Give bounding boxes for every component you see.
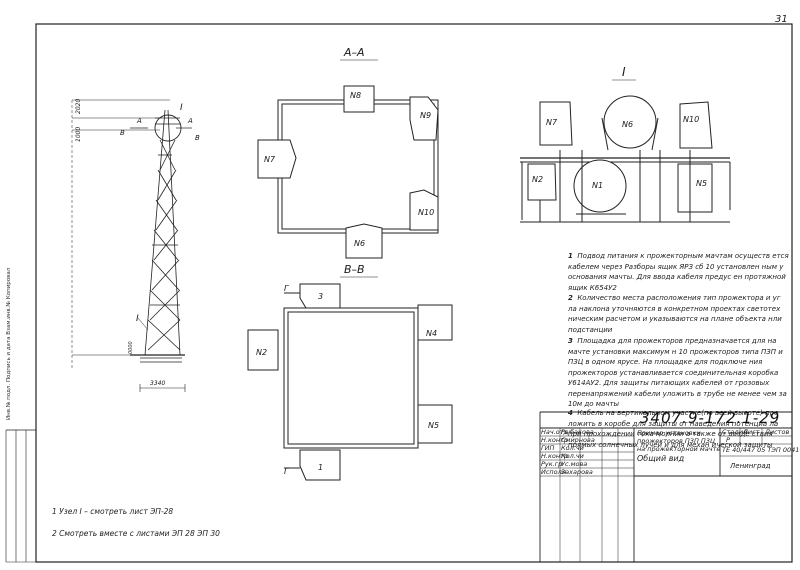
title-line-1: Пример установки	[637, 429, 701, 437]
page-number: 31	[775, 14, 788, 25]
footnote-2: 2 Смотреть вместе с листами ЭП 28 ЭП 30	[52, 529, 220, 538]
tower-elevation	[71, 99, 192, 392]
node-n2: N2	[532, 175, 543, 184]
tower-node-label-bottom: I	[136, 314, 139, 324]
aa-n9: N9	[420, 111, 431, 120]
node-n5: N5	[696, 179, 707, 188]
tb-row-3-name: Кол.чи	[561, 444, 584, 452]
tb-row-3-role: ГИП	[541, 444, 555, 452]
tb-row-2-name: Смирнова	[561, 436, 595, 444]
bb-n2: N2	[256, 348, 267, 357]
tb-row-6-role: Исполн	[541, 468, 567, 476]
node-n1: N1	[592, 181, 603, 190]
sheet-frame	[35, 23, 793, 563]
node-view	[520, 95, 731, 223]
tower-node-label-top: I	[180, 103, 183, 113]
note-1: 1 Подвод питания к прожекторным мачтам о…	[568, 252, 789, 292]
aa-n6: N6	[354, 239, 365, 248]
sheet-header: Лист	[743, 428, 760, 436]
bb-n1: 1	[318, 463, 323, 472]
tb-row-1-name: Рыбакова	[561, 428, 594, 436]
bb-n5: N5	[428, 421, 439, 430]
section-bb-title: В–В	[344, 263, 365, 276]
level-mark: 0000	[128, 341, 134, 354]
title-line-2: прожекторов ПЗП ПЗЦ	[637, 437, 716, 445]
tb-row-5-name: Ус.мова	[561, 460, 588, 468]
aa-n8: N8	[350, 91, 361, 100]
bb-n3: 3	[318, 292, 323, 301]
dim-bottom: 3340	[150, 380, 165, 387]
tower-label-a-right: А	[187, 117, 193, 125]
organization: Ленинград	[730, 462, 771, 470]
tb-row-4-name: Кол.чи	[561, 452, 584, 460]
codes: ТЕ 40/447 05 ТЭП 0041	[722, 446, 800, 454]
document-number: 3407.9-172.1-29	[640, 409, 781, 427]
bb-g-top: Г	[284, 284, 289, 293]
tower-label-a-left: А	[136, 117, 142, 125]
side-stamp: Инв.№ подл. Подпись и дата Взам.инв.№ Ко…	[6, 267, 12, 420]
tb-row-2-role: Н.контр	[541, 436, 569, 444]
sheets-header: Листов	[765, 428, 790, 436]
node-title: I	[622, 65, 626, 79]
title-line-4: Общий вид	[637, 454, 685, 463]
note-3: 3 Площадка для прожекторов предназначает…	[568, 337, 787, 408]
title-line-3: на прожекторной мачте	[637, 445, 721, 453]
section-bb-platform	[247, 283, 453, 481]
tb-row-4-role: Н.контр	[541, 452, 569, 460]
section-aa-platform	[257, 85, 439, 259]
section-aa-title: А–А	[343, 46, 365, 59]
node-n7: N7	[546, 118, 558, 127]
footnote-1: 1 Узел I – смотреть лист ЭП-28	[52, 507, 174, 516]
aa-n10: N10	[418, 208, 434, 217]
note-4: 4 Кабель на вертикальном участке(по всей…	[568, 409, 779, 449]
title-block-grid	[539, 411, 792, 562]
stage-value: Р	[726, 436, 730, 444]
node-n6: N6	[622, 120, 633, 129]
bb-g-bottom: Г	[284, 467, 289, 476]
dim-second: 1000	[75, 127, 82, 142]
aa-n7: N7	[264, 155, 276, 164]
bb-n4: N4	[426, 329, 437, 338]
tower-label-b-right: В	[195, 134, 200, 142]
tb-row-5-role: Рук.гр	[541, 460, 563, 468]
tb-row-1-role: Нач.отд	[541, 428, 569, 436]
node-n10: N10	[683, 115, 699, 124]
note-2: 2 Количество места расположения тип прож…	[568, 294, 782, 334]
tower-label-b-left: В	[120, 129, 125, 137]
dim-top: 2020	[75, 99, 82, 114]
tb-row-6-name: Захарова	[561, 468, 593, 476]
stage-header: Стадия	[722, 428, 747, 436]
